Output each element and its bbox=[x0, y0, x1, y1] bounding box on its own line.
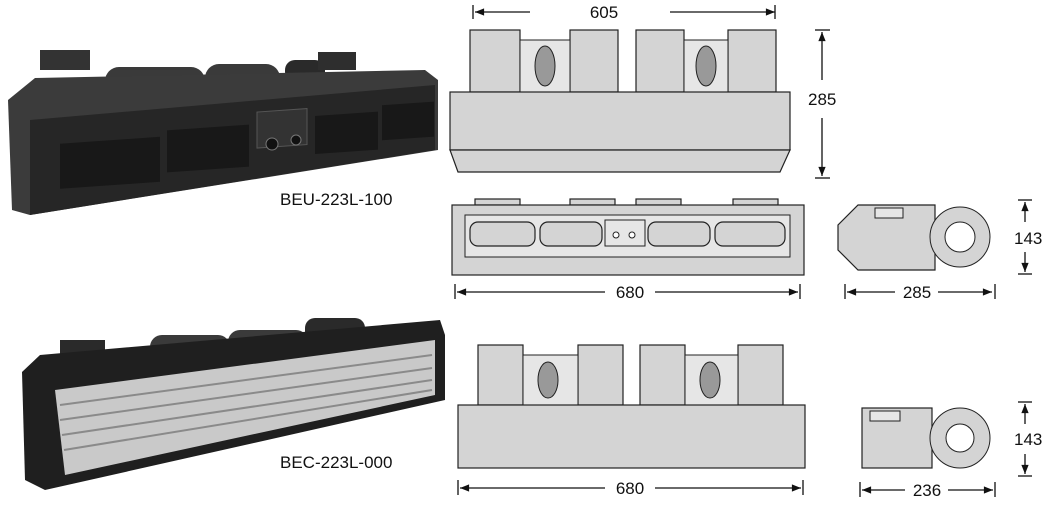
product-photo-bec bbox=[22, 318, 445, 490]
front-view-top bbox=[449, 29, 791, 173]
dim-height-143-1: 143 bbox=[1014, 229, 1042, 248]
side-view-1 bbox=[837, 204, 991, 271]
dim-width-680-bottom: 680 bbox=[616, 479, 644, 498]
front-view-bottom bbox=[457, 344, 806, 469]
model-label-beu: BEU-223L-100 bbox=[280, 190, 392, 209]
dim-width-285-side: 285 bbox=[903, 283, 931, 302]
model-label-bec: BEC-223L-000 bbox=[280, 453, 392, 472]
dim-width-680-middle: 680 bbox=[616, 283, 644, 302]
dim-width-605: 605 bbox=[590, 3, 618, 22]
dim-height-143-2: 143 bbox=[1014, 430, 1042, 449]
side-view-2 bbox=[861, 407, 991, 469]
front-view-middle bbox=[451, 198, 805, 276]
dim-height-285: 285 bbox=[808, 90, 836, 109]
dim-width-236: 236 bbox=[913, 481, 941, 500]
product-photo-beu bbox=[8, 50, 438, 215]
